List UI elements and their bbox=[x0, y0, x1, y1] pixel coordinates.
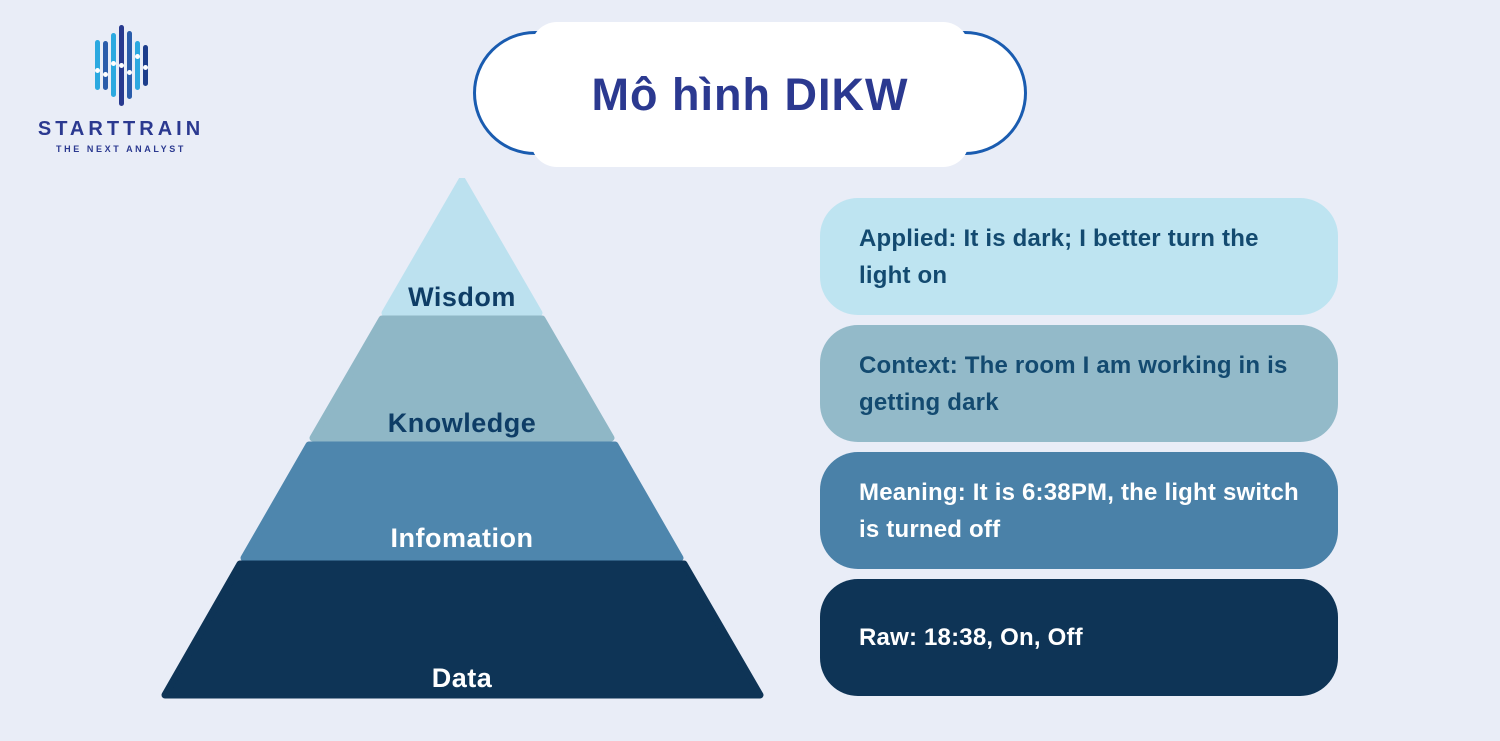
equalizer-dot bbox=[118, 62, 124, 68]
equalizer-bar-icon bbox=[110, 33, 116, 97]
page-title: Mô hình DIKW bbox=[591, 68, 909, 120]
pyramid-layer-wisdom bbox=[381, 178, 543, 317]
equalizer-bar-icon bbox=[94, 40, 100, 90]
equalizer-dot bbox=[102, 71, 108, 77]
annotation-list: Applied: It is dark; I better turn the l… bbox=[820, 198, 1338, 696]
equalizer-dot bbox=[94, 67, 100, 73]
brand-name: STARTTRAIN bbox=[37, 118, 205, 140]
note-meaning: Meaning: It is 6:38PM, the light switch … bbox=[820, 452, 1338, 569]
equalizer-bar-icon bbox=[142, 44, 148, 86]
dikw-pyramid bbox=[161, 178, 764, 699]
pyramid-layer-knowledge bbox=[309, 315, 615, 442]
pyramid-label-information: Infomation bbox=[390, 523, 534, 553]
equalizer-bar-icon bbox=[102, 40, 108, 90]
equalizer-dot bbox=[142, 65, 148, 70]
brand-tagline: THE NEXT ANALYST bbox=[56, 144, 186, 154]
title-background bbox=[531, 22, 969, 167]
equalizer-logo-icon bbox=[28, 22, 214, 108]
equalizer-dot bbox=[134, 54, 140, 60]
starttrain-logo: STARTTRAIN THE NEXT ANALYST bbox=[28, 22, 214, 154]
equalizer-bar-icon bbox=[126, 31, 132, 99]
note-meaning-text: Meaning: It is 6:38PM, the light switch … bbox=[859, 478, 1299, 543]
equalizer-dot bbox=[126, 70, 132, 76]
pyramid-label-data: Data bbox=[431, 663, 493, 693]
pyramid-layer-information bbox=[240, 441, 684, 562]
pyramid-layer-data bbox=[161, 560, 764, 699]
equalizer-bar-icon bbox=[118, 24, 124, 106]
note-applied: Applied: It is dark; I better turn the l… bbox=[820, 198, 1338, 315]
note-context-text: Context: The room I am working in is get… bbox=[859, 351, 1288, 416]
title-banner: Mô hình DIKW bbox=[473, 22, 1027, 167]
note-context: Context: The room I am working in is get… bbox=[820, 325, 1338, 442]
note-raw: Raw: 18:38, On, Off bbox=[820, 579, 1338, 696]
equalizer-bar-icon bbox=[134, 40, 140, 90]
equalizer-dot bbox=[110, 61, 116, 67]
note-applied-text: Applied: It is dark; I better turn the l… bbox=[859, 224, 1259, 289]
note-raw-text: Raw: 18:38, On, Off bbox=[859, 624, 1083, 651]
pyramid-label-wisdom: Wisdom bbox=[408, 282, 516, 312]
pyramid-label-knowledge: Knowledge bbox=[387, 408, 537, 438]
